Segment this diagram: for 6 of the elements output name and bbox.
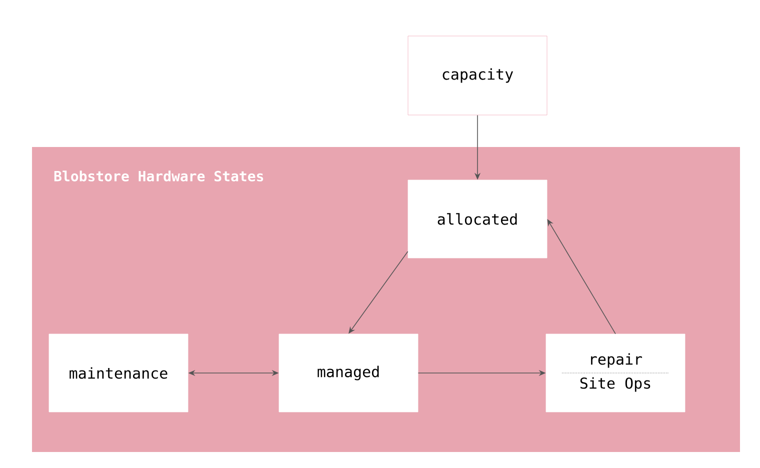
state-box: repair Site Ops <box>546 334 686 412</box>
state-box: maintenance <box>48 334 188 412</box>
arrow <box>547 219 616 334</box>
state-box: managed <box>278 334 418 412</box>
state-box: allocated <box>408 180 548 258</box>
state-box: capacity <box>408 36 548 116</box>
